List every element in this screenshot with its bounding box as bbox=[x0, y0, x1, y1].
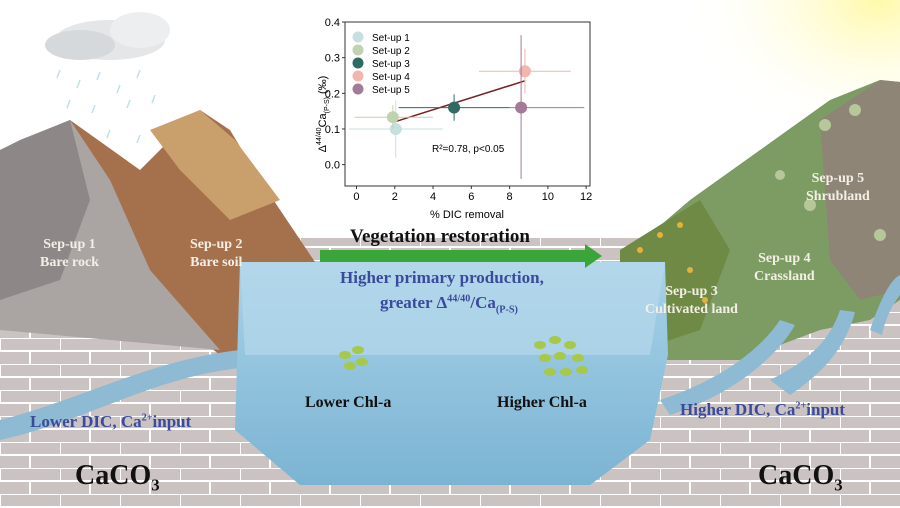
data-point-marker bbox=[515, 101, 528, 114]
data-point-2 bbox=[354, 105, 434, 129]
legend-label: Set-up 4 bbox=[372, 72, 410, 83]
data-point-marker bbox=[389, 122, 402, 135]
x-axis-label: % DIC removal bbox=[430, 209, 504, 221]
caco3-right: CaCO3 bbox=[758, 460, 843, 495]
x-tick-label: 8 bbox=[507, 191, 513, 203]
lower-chl-label: Lower Chl-a bbox=[305, 394, 392, 411]
legend-marker bbox=[352, 44, 364, 56]
plot-frame bbox=[344, 21, 591, 187]
legend-label: Set-up 2 bbox=[372, 46, 410, 57]
y-tick-label: 0.3 bbox=[325, 53, 340, 65]
x-tick-label: 10 bbox=[542, 191, 554, 203]
r2-annotation: R²=0.78, p<0.05 bbox=[432, 144, 505, 155]
y-tick-label: 0.0 bbox=[325, 160, 340, 172]
x-tick-label: 2 bbox=[392, 191, 398, 203]
legend-label: Set-up 3 bbox=[372, 59, 410, 70]
legend-marker bbox=[352, 83, 364, 95]
streams bbox=[0, 275, 900, 440]
lake-text-line2: greater Δ44/40/Ca(P-S) bbox=[380, 293, 518, 316]
right-hillside bbox=[620, 80, 900, 360]
y-tick-label: 0.2 bbox=[325, 88, 340, 100]
algae-icon bbox=[339, 336, 588, 376]
data-point-5 bbox=[509, 35, 585, 179]
data-point-4 bbox=[478, 48, 571, 94]
x-tick-label: 6 bbox=[468, 191, 474, 203]
data-point-marker bbox=[518, 65, 531, 78]
y-tick-label: 0.1 bbox=[325, 124, 340, 136]
legend-marker bbox=[352, 57, 364, 69]
vegetation-restoration-title: Vegetation restoration bbox=[350, 226, 530, 247]
caco3-left: CaCO3 bbox=[75, 460, 160, 495]
y-axis-label: Δ44/40Ca(P-S)(‰) bbox=[316, 76, 331, 153]
x-tick-label: 12 bbox=[580, 191, 592, 203]
data-point-marker bbox=[386, 111, 399, 124]
scatter-chart: 0 2 4 6 8 10 12 0.0 0.1 0.2 0.3 0.4 Set-up 1 Set-up … bbox=[316, 17, 592, 221]
data-point-3 bbox=[398, 94, 510, 121]
legend-marker bbox=[352, 70, 364, 82]
vegetation-restoration-arrow bbox=[320, 244, 602, 268]
fit-line bbox=[394, 80, 526, 123]
higher-dic-label: Higher DIC, Ca2+input bbox=[680, 400, 846, 419]
lower-dic-label: Lower DIC, Ca2+input bbox=[30, 412, 192, 431]
legend-marker bbox=[352, 31, 364, 43]
x-tick-label: 0 bbox=[353, 191, 359, 203]
lake-text-line1: Higher primary production, bbox=[340, 268, 544, 287]
x-tick-label: 4 bbox=[430, 191, 436, 203]
higher-chl-label: Higher Chl-a bbox=[497, 394, 587, 411]
legend-label: Set-up 5 bbox=[372, 85, 410, 96]
y-tick-label: 0.4 bbox=[325, 17, 340, 29]
data-point-marker bbox=[448, 101, 461, 114]
legend-label: Set-up 1 bbox=[372, 33, 410, 44]
